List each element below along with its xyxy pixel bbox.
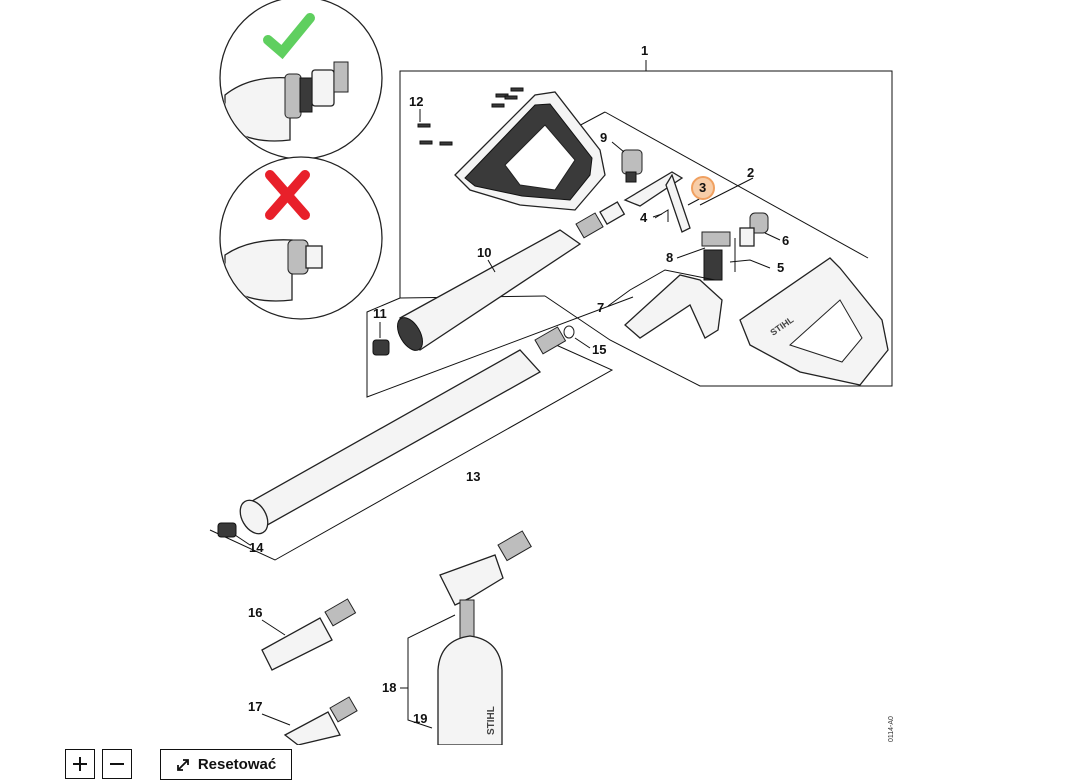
callout-2[interactable]: 2 [747,165,754,180]
callout-7[interactable]: 7 [597,300,604,315]
callout-labels[interactable]: 1 2 3 4 5 6 7 8 9 10 11 12 13 14 15 16 1… [248,43,789,726]
part-2-handle: STIHL [739,257,889,386]
zoom-in-button[interactable] [65,749,95,779]
plus-icon [73,757,87,771]
drawing-code: 0114-A0 [888,716,895,742]
cross-icon [265,170,310,220]
part-11-spring [372,339,390,356]
callout-5[interactable]: 5 [777,260,784,275]
inset-correct-connection [219,0,383,160]
leader-lines [234,109,781,729]
part-18-19-foam-bottle: STIHL [437,530,532,745]
part-3-lever [623,171,691,233]
callout-1[interactable]: 1 [641,43,648,58]
callout-15[interactable]: 15 [592,342,606,357]
callout-19[interactable]: 19 [413,711,427,726]
part-16-nozzle [261,598,357,671]
callout-14[interactable]: 14 [249,540,264,555]
part-10-lance [397,201,626,351]
callout-4[interactable]: 4 [640,210,648,225]
part-12-screws [417,87,524,146]
svg-text:STIHL: STIHL [486,706,497,735]
zoom-out-button[interactable] [102,749,132,779]
callout-18[interactable]: 18 [382,680,396,695]
part-15-oring [563,325,575,339]
check-icon [263,13,315,60]
reset-button[interactable]: Resetować [160,749,292,780]
part-9 [621,149,643,183]
part-17-nozzle [283,696,358,745]
minus-icon [110,763,124,765]
callout-3[interactable]: 3 [699,180,706,195]
part-7-trigger [624,274,723,339]
callout-9[interactable]: 9 [600,130,607,145]
callout-13[interactable]: 13 [466,469,480,484]
part-8-valve [701,231,731,281]
part-13-lance [239,326,567,535]
callout-12[interactable]: 12 [409,94,423,109]
parts-diagram[interactable]: STIHL STIHL [0,0,1066,745]
inset-incorrect-connection [219,156,383,320]
callout-17[interactable]: 17 [248,699,262,714]
highlight-ring [691,176,715,200]
callout-11[interactable]: 11 [373,306,387,321]
reset-label: Resetować [197,756,277,773]
part-14-spring [217,522,237,538]
part-6 [739,212,769,247]
part-1-housing [454,91,606,211]
callout-8[interactable]: 8 [666,250,673,265]
expand-arrows-icon [176,758,189,771]
callout-10[interactable]: 10 [477,245,491,260]
callout-16[interactable]: 16 [248,605,262,620]
callout-6[interactable]: 6 [782,233,789,248]
